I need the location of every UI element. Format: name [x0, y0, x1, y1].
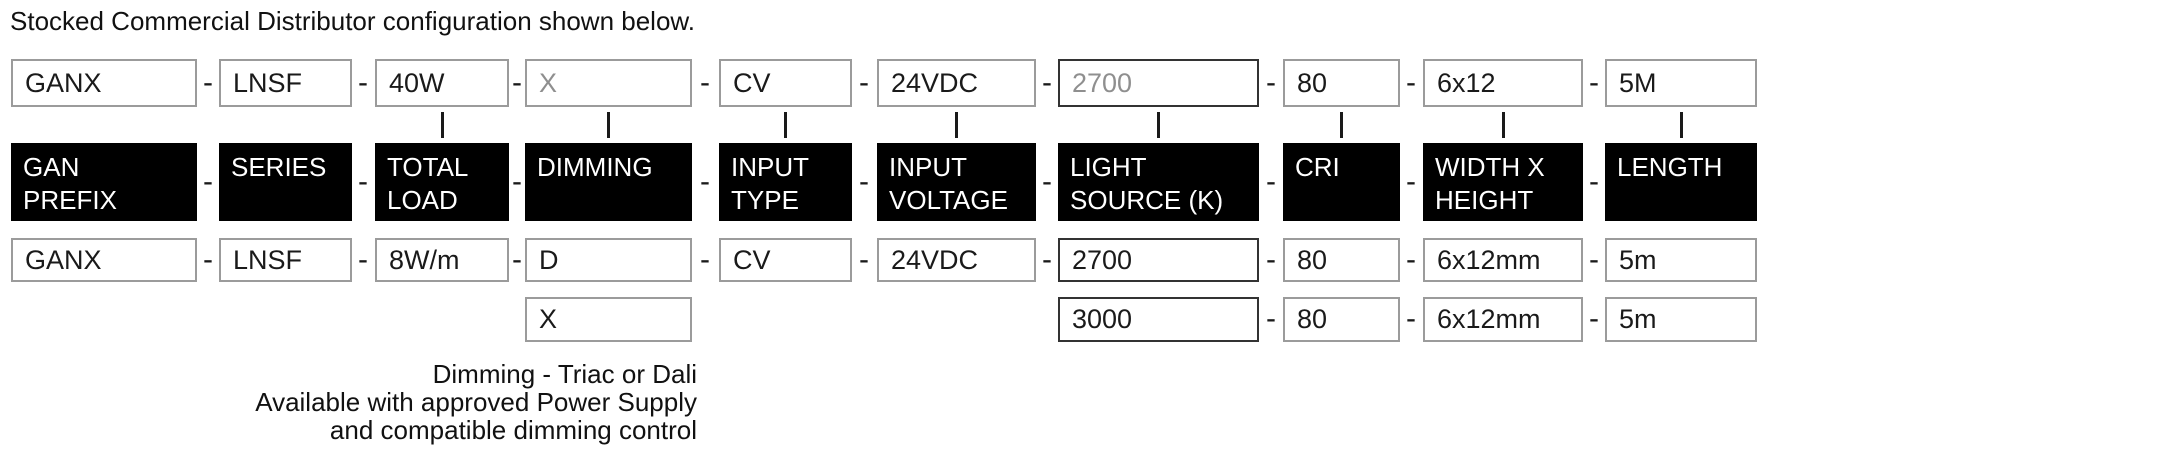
separator-dash: -	[1042, 66, 1052, 99]
connector-tick	[607, 112, 610, 138]
separator-dash: -	[512, 66, 522, 99]
separator-dash: -	[1589, 66, 1599, 99]
header-width-height: WIDTH X HEIGHT	[1423, 143, 1583, 221]
separator-dash: -	[1406, 243, 1416, 276]
header-line: WIDTH X	[1435, 152, 1545, 182]
option-total-load: 8W/m	[375, 238, 509, 282]
configured-gan-prefix: GANX	[11, 59, 197, 107]
separator-dash: -	[1589, 165, 1599, 198]
separator-dash: -	[512, 165, 522, 198]
configured-series: LNSF	[219, 59, 352, 107]
header-line: VOLTAGE	[889, 185, 1008, 215]
separator-dash: -	[700, 243, 710, 276]
header-line: CRI	[1295, 152, 1340, 182]
separator-dash: -	[1266, 302, 1276, 335]
option-light-source-2700: 2700	[1058, 238, 1259, 282]
separator-dash: -	[859, 243, 869, 276]
connector-tick	[1502, 112, 1505, 138]
header-line: DIMMING	[537, 152, 653, 182]
option-input-voltage: 24VDC	[877, 238, 1036, 282]
separator-dash: -	[1266, 243, 1276, 276]
header-dimming: DIMMING	[525, 143, 692, 221]
option-length-2: 5m	[1605, 297, 1757, 342]
separator-dash: -	[358, 66, 368, 99]
separator-dash: -	[512, 243, 522, 276]
header-line: LOAD	[387, 185, 458, 215]
header-line: INPUT	[889, 152, 967, 182]
header-line: INPUT	[731, 152, 809, 182]
option-length: 5m	[1605, 238, 1757, 282]
option-cri: 80	[1283, 238, 1400, 282]
separator-dash: -	[203, 66, 213, 99]
header-input-voltage: INPUT VOLTAGE	[877, 143, 1036, 221]
separator-dash: -	[1589, 302, 1599, 335]
configured-total-load: 40W	[375, 59, 509, 107]
connector-tick	[441, 112, 444, 138]
option-width-height-2: 6x12mm	[1423, 297, 1583, 342]
header-line: LIGHT	[1070, 152, 1147, 182]
configured-dimming: X	[525, 59, 692, 107]
header-input-type: INPUT TYPE	[719, 143, 852, 221]
dimming-note-line: Available with approved Power Supply	[255, 387, 697, 417]
configured-length: 5M	[1605, 59, 1757, 107]
connector-tick	[1157, 112, 1160, 138]
header-line: PREFIX	[23, 185, 117, 215]
separator-dash: -	[358, 165, 368, 198]
separator-dash: -	[203, 165, 213, 198]
separator-dash: -	[1589, 243, 1599, 276]
option-input-type: CV	[719, 238, 852, 282]
option-cri-2: 80	[1283, 297, 1400, 342]
option-gan-prefix: GANX	[11, 238, 197, 282]
separator-dash: -	[700, 66, 710, 99]
dimming-note: Dimming - Triac or Dali Available with a…	[100, 360, 697, 444]
header-line: SOURCE (K)	[1070, 185, 1224, 215]
header-line: SERIES	[231, 152, 327, 182]
header-cri: CRI	[1283, 143, 1400, 221]
separator-dash: -	[1042, 165, 1052, 198]
configured-input-voltage: 24VDC	[877, 59, 1036, 107]
page-title: Stocked Commercial Distributor configura…	[10, 6, 695, 36]
separator-dash: -	[700, 165, 710, 198]
dimming-note-line: Dimming - Triac or Dali	[432, 359, 697, 389]
separator-dash: -	[859, 66, 869, 99]
header-gan-prefix: GAN PREFIX	[11, 143, 197, 221]
configured-width-height: 6x12	[1423, 59, 1583, 107]
configured-cri: 80	[1283, 59, 1400, 107]
dimming-note-line: and compatible dimming control	[329, 415, 697, 445]
option-series: LNSF	[219, 238, 352, 282]
header-line: TOTAL	[387, 152, 469, 182]
separator-dash: -	[1406, 66, 1416, 99]
connector-tick	[955, 112, 958, 138]
separator-dash: -	[203, 243, 213, 276]
configured-light-source: 2700	[1058, 59, 1259, 107]
header-line: LENGTH	[1617, 152, 1723, 182]
header-length: LENGTH	[1605, 143, 1757, 221]
option-dimming-x: X	[525, 297, 692, 342]
separator-dash: -	[1042, 243, 1052, 276]
option-dimming-d: D	[525, 238, 692, 282]
connector-tick	[784, 112, 787, 138]
header-total-load: TOTAL LOAD	[375, 143, 509, 221]
connector-tick	[1680, 112, 1683, 138]
header-line: GAN	[23, 152, 80, 182]
separator-dash: -	[859, 165, 869, 198]
separator-dash: -	[1266, 66, 1276, 99]
option-width-height: 6x12mm	[1423, 238, 1583, 282]
separator-dash: -	[1406, 165, 1416, 198]
header-line: TYPE	[731, 185, 799, 215]
separator-dash: -	[358, 243, 368, 276]
separator-dash: -	[1406, 302, 1416, 335]
header-series: SERIES	[219, 143, 352, 221]
option-light-source-3000: 3000	[1058, 297, 1259, 342]
header-light-source: LIGHT SOURCE (K)	[1058, 143, 1259, 221]
header-line: HEIGHT	[1435, 185, 1534, 215]
connector-tick	[1340, 112, 1343, 138]
separator-dash: -	[1266, 165, 1276, 198]
configured-input-type: CV	[719, 59, 852, 107]
